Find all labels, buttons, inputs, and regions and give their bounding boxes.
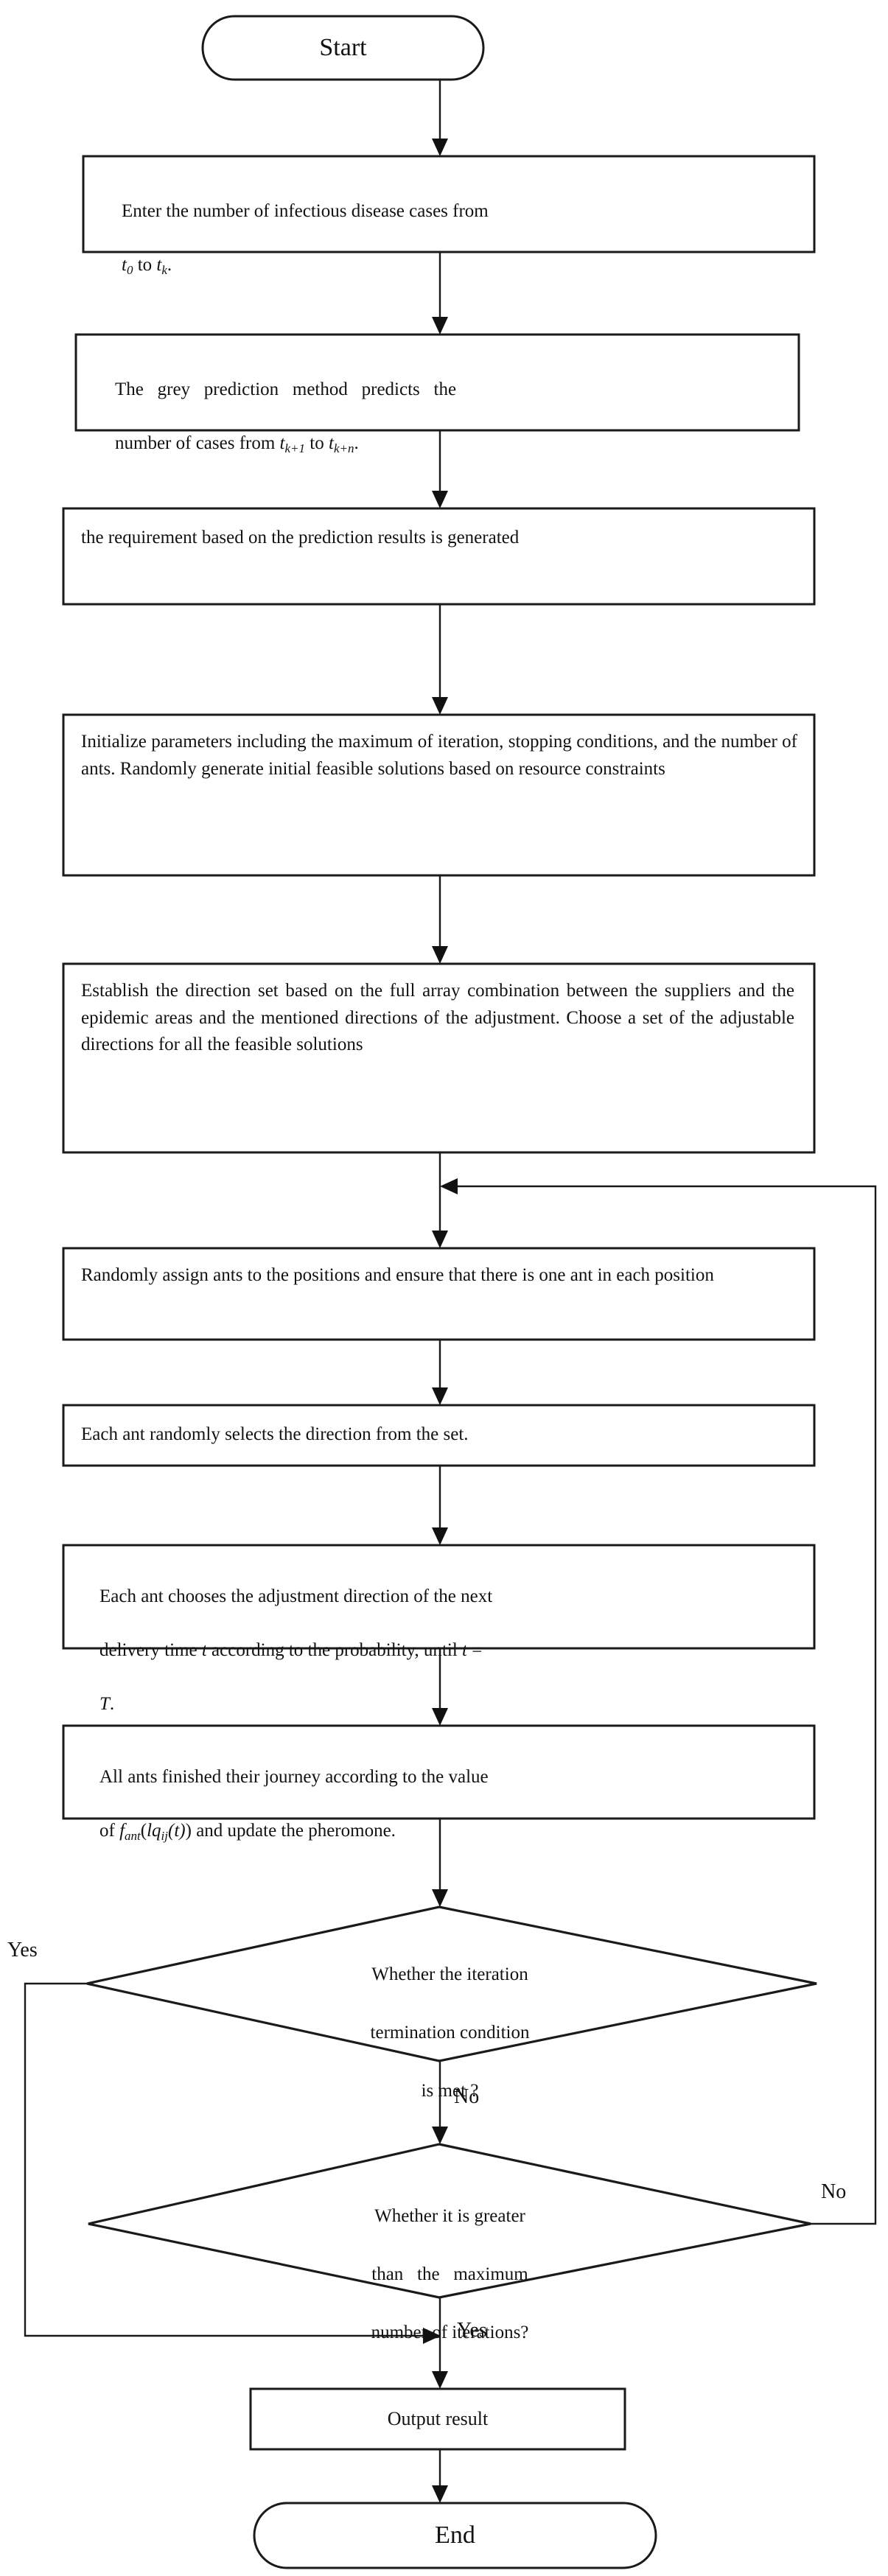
arrowhead-initialize xyxy=(432,697,448,715)
var-t0: t xyxy=(122,254,127,275)
sub-kn: k+n xyxy=(333,441,354,455)
grey-prediction-line-1: The grey prediction method predicts the xyxy=(115,379,457,399)
decision-maxiter-line-1: Whether it is greater xyxy=(374,2205,525,2226)
sub-k: k xyxy=(161,262,167,277)
var-t-small: t xyxy=(201,1639,207,1660)
var-t-small-2: t xyxy=(462,1639,467,1660)
enter-cases-line-1: Enter the number of infectious disease c… xyxy=(122,200,489,221)
edge-label-maxiter-no: No xyxy=(821,2180,847,2203)
node-start-label: Start xyxy=(319,34,367,62)
choose-adjustment-line-2: delivery time t according to the probabi… xyxy=(99,1640,482,1660)
paren-open-1: ( xyxy=(140,1820,147,1841)
node-enter-cases-label: Enter the number of infectious disease c… xyxy=(103,171,796,306)
node-assign-ants-shape[interactable] xyxy=(62,1247,816,1341)
arrowhead-end xyxy=(432,2485,448,2503)
node-finish-journey-shape[interactable] xyxy=(62,1724,816,1820)
var-t-paren: (t) xyxy=(168,1820,186,1841)
choose-adjustment-pre: delivery time xyxy=(99,1639,202,1660)
var-f-ant: f xyxy=(119,1820,125,1841)
node-decision-termination-label: Whether the iteration termination condit… xyxy=(282,1931,599,2135)
choose-adjustment-line3-post: . xyxy=(109,1693,115,1714)
decision-maxiter-line-2: than the maximum xyxy=(371,2264,528,2284)
node-requirement-label: the requirement based on the prediction … xyxy=(81,528,520,547)
edge-label-termination-yes: Yes xyxy=(7,1939,38,1961)
grey-prediction-post: . xyxy=(354,433,359,453)
node-select-direction-label: Each ant randomly selects the direction … xyxy=(81,1424,469,1444)
paren-close-1: ) xyxy=(185,1820,192,1841)
node-output-label: Output result xyxy=(387,2408,489,2430)
var-tk1: t xyxy=(279,433,285,453)
decision-maxiter-line-3: number of iterations? xyxy=(371,2322,529,2342)
arrowhead-grey-prediction xyxy=(432,317,448,335)
arrowhead-direction-set xyxy=(432,946,448,964)
arrowhead-requirement xyxy=(432,491,448,508)
finish-journey-line-2: of fant(lqij(t)) and update the pheromon… xyxy=(99,1820,396,1843)
finish-journey-line-1: All ants finished their journey accordin… xyxy=(99,1766,489,1787)
node-choose-adjustment-shape[interactable] xyxy=(62,1544,816,1650)
decision-termination-line-3: is met ? xyxy=(421,2080,479,2101)
sub-k1: k+1 xyxy=(284,441,306,455)
node-end-label: End xyxy=(435,2521,475,2549)
var-tkn: t xyxy=(328,433,334,453)
edge-label-termination-no: No xyxy=(454,2085,480,2108)
finish-journey-post: and update the pheromone. xyxy=(191,1820,396,1841)
arrowhead-decision-maxiter xyxy=(432,2127,448,2144)
var-lq: lq xyxy=(147,1820,161,1841)
node-requirement-shape[interactable] xyxy=(62,507,816,606)
grey-prediction-mid: to xyxy=(305,433,329,453)
grey-prediction-pre: number of cases from xyxy=(115,433,280,453)
arrowhead-enter-cases xyxy=(432,139,448,156)
node-enter-cases-shape[interactable] xyxy=(82,155,816,253)
node-end-shape[interactable] xyxy=(253,2502,657,2569)
choose-adjustment-mid: according to the probability, until xyxy=(206,1639,463,1660)
node-finish-journey-label: All ants finished their journey accordin… xyxy=(81,1737,793,1872)
choose-adjustment-post: = xyxy=(466,1639,483,1660)
node-initialize-shape[interactable] xyxy=(62,713,816,877)
arrowhead-termination-yes-join xyxy=(423,2328,441,2344)
var-T-cap: T xyxy=(99,1693,110,1714)
node-select-direction-shape[interactable] xyxy=(62,1404,816,1467)
edge-termination-yes-to-output xyxy=(24,1982,430,2337)
enter-cases-post: . xyxy=(167,254,172,275)
node-decision-maxiter-label: Whether it is greater than the maximum n… xyxy=(282,2172,599,2376)
enter-cases-mid: to xyxy=(133,254,157,275)
arrowhead-loopback-into-main xyxy=(440,1178,458,1194)
choose-adjustment-line-3: T. xyxy=(99,1694,114,1714)
edge-label-maxiter-yes: Yes xyxy=(457,2319,487,2342)
node-choose-adjustment-label: Each ant chooses the adjustment directio… xyxy=(81,1556,793,1745)
finish-journey-pre: of xyxy=(99,1820,120,1841)
node-grey-prediction-shape[interactable] xyxy=(74,333,800,432)
enter-cases-line-2: t0 to tk. xyxy=(122,254,172,277)
node-output-shape[interactable] xyxy=(249,2387,626,2451)
decision-termination-line-1: Whether the iteration xyxy=(371,1964,528,1984)
decision-termination-line-2: termination condition xyxy=(370,2022,530,2043)
arrowhead-choose-adjustment xyxy=(432,1527,448,1545)
arrowhead-output xyxy=(432,2371,448,2389)
node-grey-prediction-label: The grey prediction method predicts the … xyxy=(97,349,779,484)
node-assign-ants-label: Randomly assign ants to the positions an… xyxy=(81,1265,714,1285)
arrowhead-select-direction xyxy=(432,1387,448,1405)
node-direction-set-shape[interactable] xyxy=(62,962,816,1154)
node-direction-set-label: Establish the direction set based on the… xyxy=(81,981,794,1054)
arrowhead-finish-journey xyxy=(432,1708,448,1726)
arrowhead-assign-ants xyxy=(432,1231,448,1248)
sub-ij: ij xyxy=(161,1828,168,1843)
edge-maxiter-no-loopback xyxy=(451,1185,877,2225)
node-initialize-label: Initialize parameters including the maxi… xyxy=(81,732,797,779)
sub-ant: ant xyxy=(125,1828,141,1843)
arrowhead-decision-termination xyxy=(432,1889,448,1907)
var-tk: t xyxy=(156,254,162,275)
sub-0: 0 xyxy=(126,262,133,277)
grey-prediction-line-2: number of cases from tk+1 to tk+n. xyxy=(115,433,359,455)
node-start-shape[interactable] xyxy=(201,15,485,81)
choose-adjustment-line-1: Each ant chooses the adjustment directio… xyxy=(99,1586,493,1606)
